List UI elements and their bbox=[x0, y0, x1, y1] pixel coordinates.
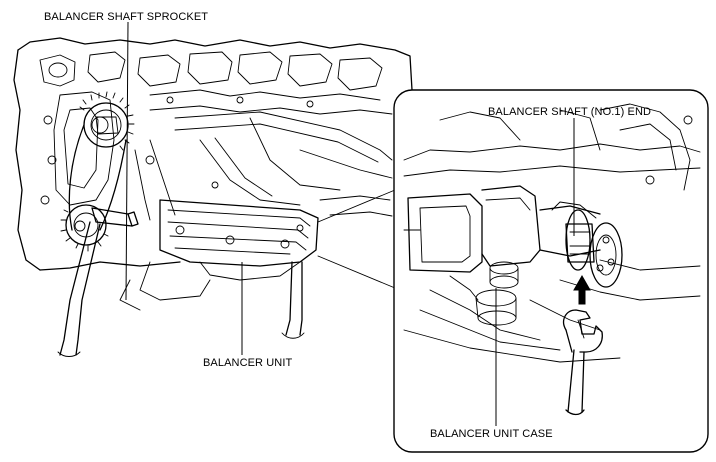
engine-block-view bbox=[13, 37, 413, 357]
label-balancer-unit: BALANCER UNIT bbox=[203, 262, 292, 369]
label-text: BALANCER SHAFT SPROCKET bbox=[44, 11, 208, 23]
callout-connector bbox=[317, 189, 396, 289]
label-balancer-shaft-end: BALANCER SHAFT (NO.1) END bbox=[488, 106, 651, 236]
label-balancer-unit-case: BALANCER UNIT CASE bbox=[430, 288, 553, 440]
label-text: BALANCER UNIT CASE bbox=[430, 428, 553, 440]
label-balancer-shaft-sprocket: BALANCER SHAFT SPROCKET bbox=[44, 11, 208, 301]
up-arrow-icon bbox=[573, 274, 591, 305]
wrench-icon bbox=[562, 309, 603, 416]
label-text: BALANCER SHAFT (NO.1) END bbox=[488, 106, 651, 118]
detail-callout-panel bbox=[393, 89, 709, 453]
label-text: BALANCER UNIT bbox=[203, 357, 292, 369]
